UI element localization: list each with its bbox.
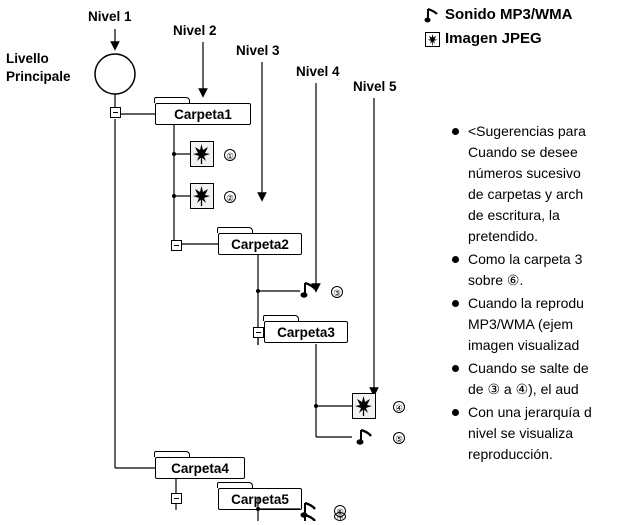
- collapse-carpeta2-icon[interactable]: [171, 240, 182, 251]
- folder-carpeta3[interactable]: Carpeta3: [263, 315, 348, 343]
- level-5-label: Nivel 5: [353, 79, 397, 94]
- jpeg-file-1-icon[interactable]: [190, 141, 214, 167]
- level-3-label: Nivel 3: [236, 43, 280, 58]
- level-4-label: Nivel 4: [296, 64, 340, 79]
- root-label-line1: Livello: [6, 51, 49, 66]
- collapse-carpeta5-icon[interactable]: [171, 493, 182, 504]
- carpeta5-connector: [256, 498, 300, 521]
- note-3: Cuando la reprodu MP3/WMA (ejem imagen v…: [452, 293, 638, 356]
- note-1-line: <Sugerencias para: [468, 123, 586, 139]
- mp3-file-5-icon[interactable]: [356, 427, 376, 452]
- folder-carpeta4[interactable]: Carpeta4: [154, 451, 245, 479]
- note-1-line: de escritura, la: [468, 207, 560, 223]
- jpeg-file-4-icon[interactable]: [352, 393, 376, 419]
- file-number-1: ①: [224, 149, 236, 161]
- note-3-line: Cuando la reprodu: [468, 295, 584, 311]
- note-5-line: reproducción.: [468, 446, 553, 462]
- note-1-line: Cuando se desee: [468, 144, 578, 160]
- mp3-file-3-icon[interactable]: [300, 280, 320, 305]
- folder-carpeta1[interactable]: Carpeta1: [154, 97, 251, 125]
- note-4-line: de ③ a ④), el aud: [468, 381, 579, 397]
- file-number-5: ⑤: [393, 432, 405, 444]
- note-1-line: pretendido.: [468, 228, 539, 244]
- note-2: Como la carpeta 3 sobre ⑥.: [452, 249, 638, 291]
- folder-carpeta2[interactable]: Carpeta2: [217, 227, 302, 255]
- mp3-file-7-icon[interactable]: [300, 512, 320, 521]
- note-5: Con una jerarquía d nivel se visualiza r…: [452, 402, 638, 465]
- note-1-line: números sucesivo: [468, 165, 581, 181]
- note-3-line: MP3/WMA (ejem: [468, 316, 574, 332]
- note-5-line: nivel se visualiza: [468, 425, 574, 441]
- root-circle: [94, 53, 136, 95]
- legend-audio-icon: [424, 6, 440, 29]
- file-number-4: ④: [393, 401, 405, 413]
- legend-image-label: Imagen JPEG: [445, 30, 542, 47]
- notes-section: <Sugerencias para Cuando se desee número…: [452, 121, 638, 465]
- file-number-2: ②: [224, 191, 236, 203]
- root-label-line2: Principale: [6, 69, 71, 84]
- legend-image-icon: [425, 32, 440, 47]
- note-4-line: Cuando se salte de: [468, 360, 589, 376]
- level-1-label: Nivel 1: [88, 9, 132, 24]
- legend-audio-label: Sonido MP3/WMA: [445, 6, 573, 23]
- note-2-line: Como la carpeta 3: [468, 251, 583, 267]
- note-5-line: Con una jerarquía d: [468, 404, 592, 420]
- level-2-label: Nivel 2: [173, 23, 217, 38]
- tree-connectors: [94, 29, 379, 510]
- note-1-line: de carpetas y arch: [468, 186, 584, 202]
- note-2-line: sobre ⑥.: [468, 272, 524, 288]
- note-1: <Sugerencias para Cuando se desee número…: [452, 121, 638, 247]
- file-number-7: ⑦: [334, 512, 346, 521]
- collapse-carpeta3-icon[interactable]: [253, 327, 264, 338]
- note-3-line: imagen visualizad: [468, 337, 580, 353]
- file-number-3: ③: [331, 286, 343, 298]
- jpeg-file-2-icon[interactable]: [190, 183, 214, 209]
- collapse-root-icon[interactable]: [110, 107, 121, 118]
- note-4: Cuando se salte de de ③ a ④), el aud: [452, 358, 638, 400]
